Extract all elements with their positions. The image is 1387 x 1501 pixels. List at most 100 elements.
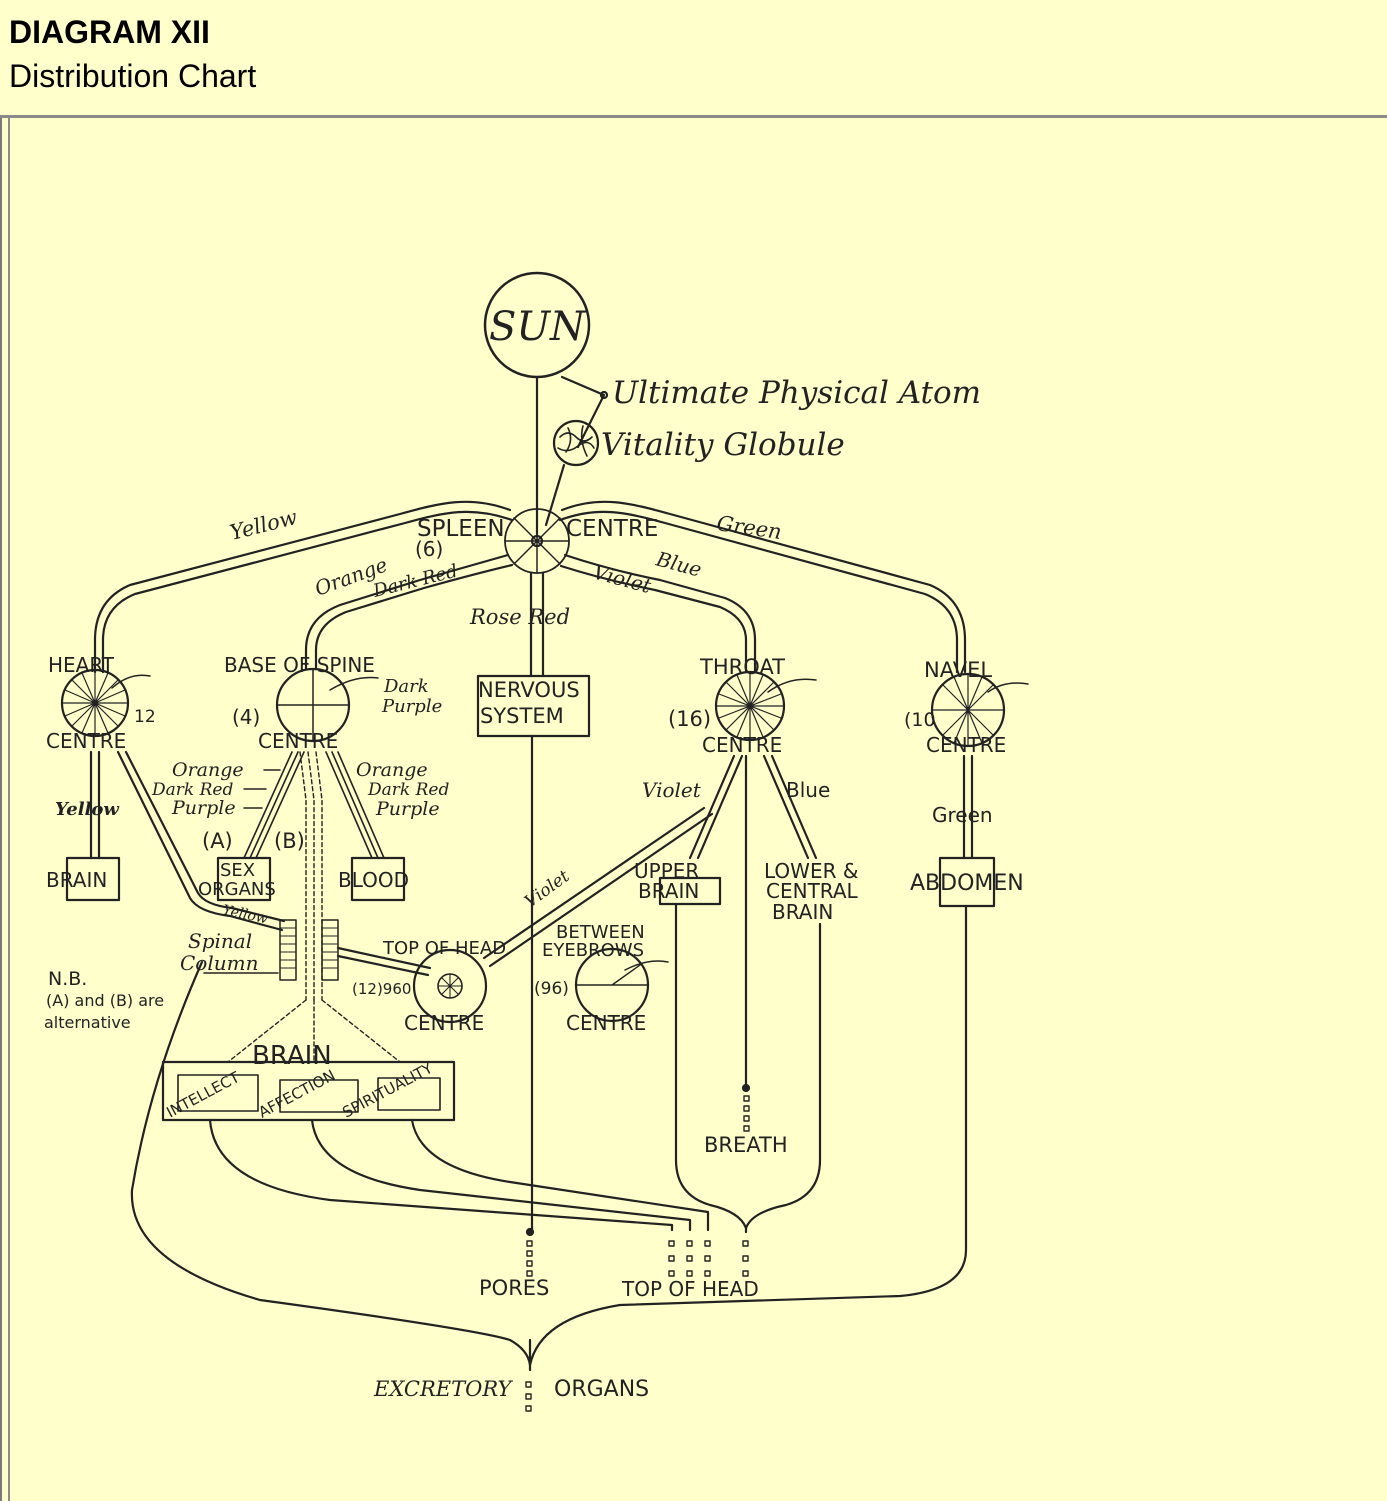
sex-organs-line1: SEX	[220, 860, 255, 881]
navel-label: NAVEL	[924, 658, 992, 682]
throat-blue-label: Blue	[786, 778, 830, 802]
heart-centre-wheel	[60, 668, 151, 738]
ray-blue-label: Blue	[653, 546, 704, 581]
heart-count: 12	[134, 707, 156, 727]
upper-brain-line2: BRAIN	[638, 879, 699, 903]
base-of-spine-wheel	[275, 667, 379, 743]
pores-dots	[526, 1240, 533, 1277]
brain-group-label: BRAIN	[252, 1041, 332, 1071]
breath-dots	[743, 1095, 750, 1132]
green-channel-outer	[560, 500, 967, 674]
lower-brain-line3: BRAIN	[772, 900, 833, 924]
spinal-top-head-channel	[336, 946, 432, 977]
top-head-bottom-label: TOP OF HEAD	[621, 1277, 759, 1301]
spleen-label: SPLEEN	[417, 516, 505, 542]
atom-connector	[560, 375, 606, 449]
affection-label: AFFECTION	[255, 1066, 338, 1121]
between-count: (96)	[534, 979, 569, 999]
page-subtitle: Distribution Chart	[9, 58, 257, 94]
vitality-globule-label: Vitality Globule	[601, 427, 845, 463]
blood-box	[350, 856, 406, 902]
navel-centre-wheel	[930, 672, 1029, 748]
brain-box	[65, 856, 121, 902]
yellow-small-label: Yellow	[221, 902, 269, 927]
excretory-label: EXCRETORY	[373, 1377, 514, 1401]
throat-label: THROAT	[699, 655, 785, 679]
header-panel: DIAGRAM XII Distribution Chart	[0, 0, 1387, 118]
yellow-channel-outer	[93, 500, 512, 674]
spine-left-orange: Orange	[172, 759, 244, 781]
blue-channel-outer	[563, 553, 757, 674]
throat-centre-wheel	[714, 670, 817, 742]
spine-b-dashed-channel	[299, 751, 323, 1001]
top-head-label: TOP OF HEAD	[382, 938, 506, 959]
violet-small-label: Violet	[521, 866, 573, 912]
eyebrows-label: EYEBROWS	[542, 940, 644, 961]
navel-abdomen-channel	[962, 754, 974, 860]
throat-upper-brain-channel	[688, 754, 744, 860]
heart-spinal-channel	[116, 750, 284, 932]
spinal-column	[279, 919, 339, 981]
affection-box	[279, 1079, 359, 1113]
upper-brain-box	[658, 876, 722, 906]
brain-label: BRAIN	[46, 868, 107, 892]
orange-channel-outer	[304, 553, 510, 670]
page-title: DIAGRAM XII	[9, 14, 210, 50]
navel-count: (10	[904, 709, 936, 731]
nb-line2: (A) and (B) are	[46, 991, 164, 1010]
sex-organs-line2: ORGANS	[198, 879, 276, 900]
alt-b-label: (B)	[274, 829, 305, 853]
abdomen-outflow	[528, 904, 968, 1367]
blue-channel-inner	[559, 564, 748, 674]
ray-rose-red-label: Rose Red	[469, 605, 570, 629]
throat-centre-label: CENTRE	[702, 733, 782, 757]
navel-centre-label: CENTRE	[926, 733, 1006, 757]
vitality-globule-icon	[552, 419, 600, 467]
heart-brain-channel	[89, 750, 101, 860]
throat-violet-label: Violet	[642, 778, 702, 802]
spine-right-dark-red: Dark Red	[367, 780, 449, 800]
spine-left-dark-red: Dark Red	[151, 780, 233, 800]
throat-lower-brain-channel	[762, 754, 818, 860]
heart-yellow-label: Yellow	[55, 799, 120, 820]
sun-node: SUN	[483, 271, 591, 379]
top-head-count: (12)960	[352, 980, 411, 998]
spleen-count: (6)	[415, 537, 443, 561]
sun-label: SUN	[489, 304, 587, 350]
lower-brain-line2: CENTRAL	[766, 879, 859, 903]
blood-label: BLOOD	[338, 868, 409, 892]
organs-label: ORGANS	[554, 1377, 649, 1402]
yellow-channel-inner	[101, 510, 514, 674]
spine-sex-organs-channel	[243, 751, 305, 859]
spinal-excretory-outflow	[130, 960, 532, 1367]
pores-label: PORES	[479, 1276, 549, 1300]
spine-blood-channel	[325, 751, 385, 859]
column-label: Column	[180, 951, 258, 975]
breath-label: BREATH	[704, 1133, 788, 1157]
rose-red-channel	[529, 571, 545, 678]
brain-dashed-links	[227, 999, 401, 1063]
intellect-box	[177, 1074, 259, 1112]
system-label: SYSTEM	[480, 704, 564, 728]
between-eyebrows-wheel	[574, 947, 669, 1023]
spleen-centre-label: CENTRE	[566, 516, 658, 542]
upper-brain-outflow	[674, 902, 748, 1230]
ray-violet-label: Violet	[591, 560, 655, 599]
sex-organs-box	[216, 856, 272, 902]
nervous-label: NERVOUS	[478, 678, 580, 702]
upper-brain-line1: UPPER	[634, 859, 699, 883]
top-head-dots	[668, 1240, 749, 1277]
base-spine-count: (4)	[232, 705, 260, 729]
lower-brain-line1: LOWER &	[764, 859, 858, 883]
brain-group-box	[161, 1060, 456, 1122]
globule-connector	[544, 463, 566, 527]
spirituality-outflow	[410, 1118, 710, 1232]
between-label: BETWEEN	[556, 922, 645, 943]
violet-top-head-channel	[482, 806, 714, 968]
spine-left-purple: Purple	[171, 797, 236, 819]
top-head-centre-label: CENTRE	[404, 1011, 484, 1035]
base-of-spine-label: BASE OF SPINE	[224, 653, 375, 677]
content-panel	[8, 118, 1387, 1501]
nb-label: N.B.	[48, 968, 87, 990]
